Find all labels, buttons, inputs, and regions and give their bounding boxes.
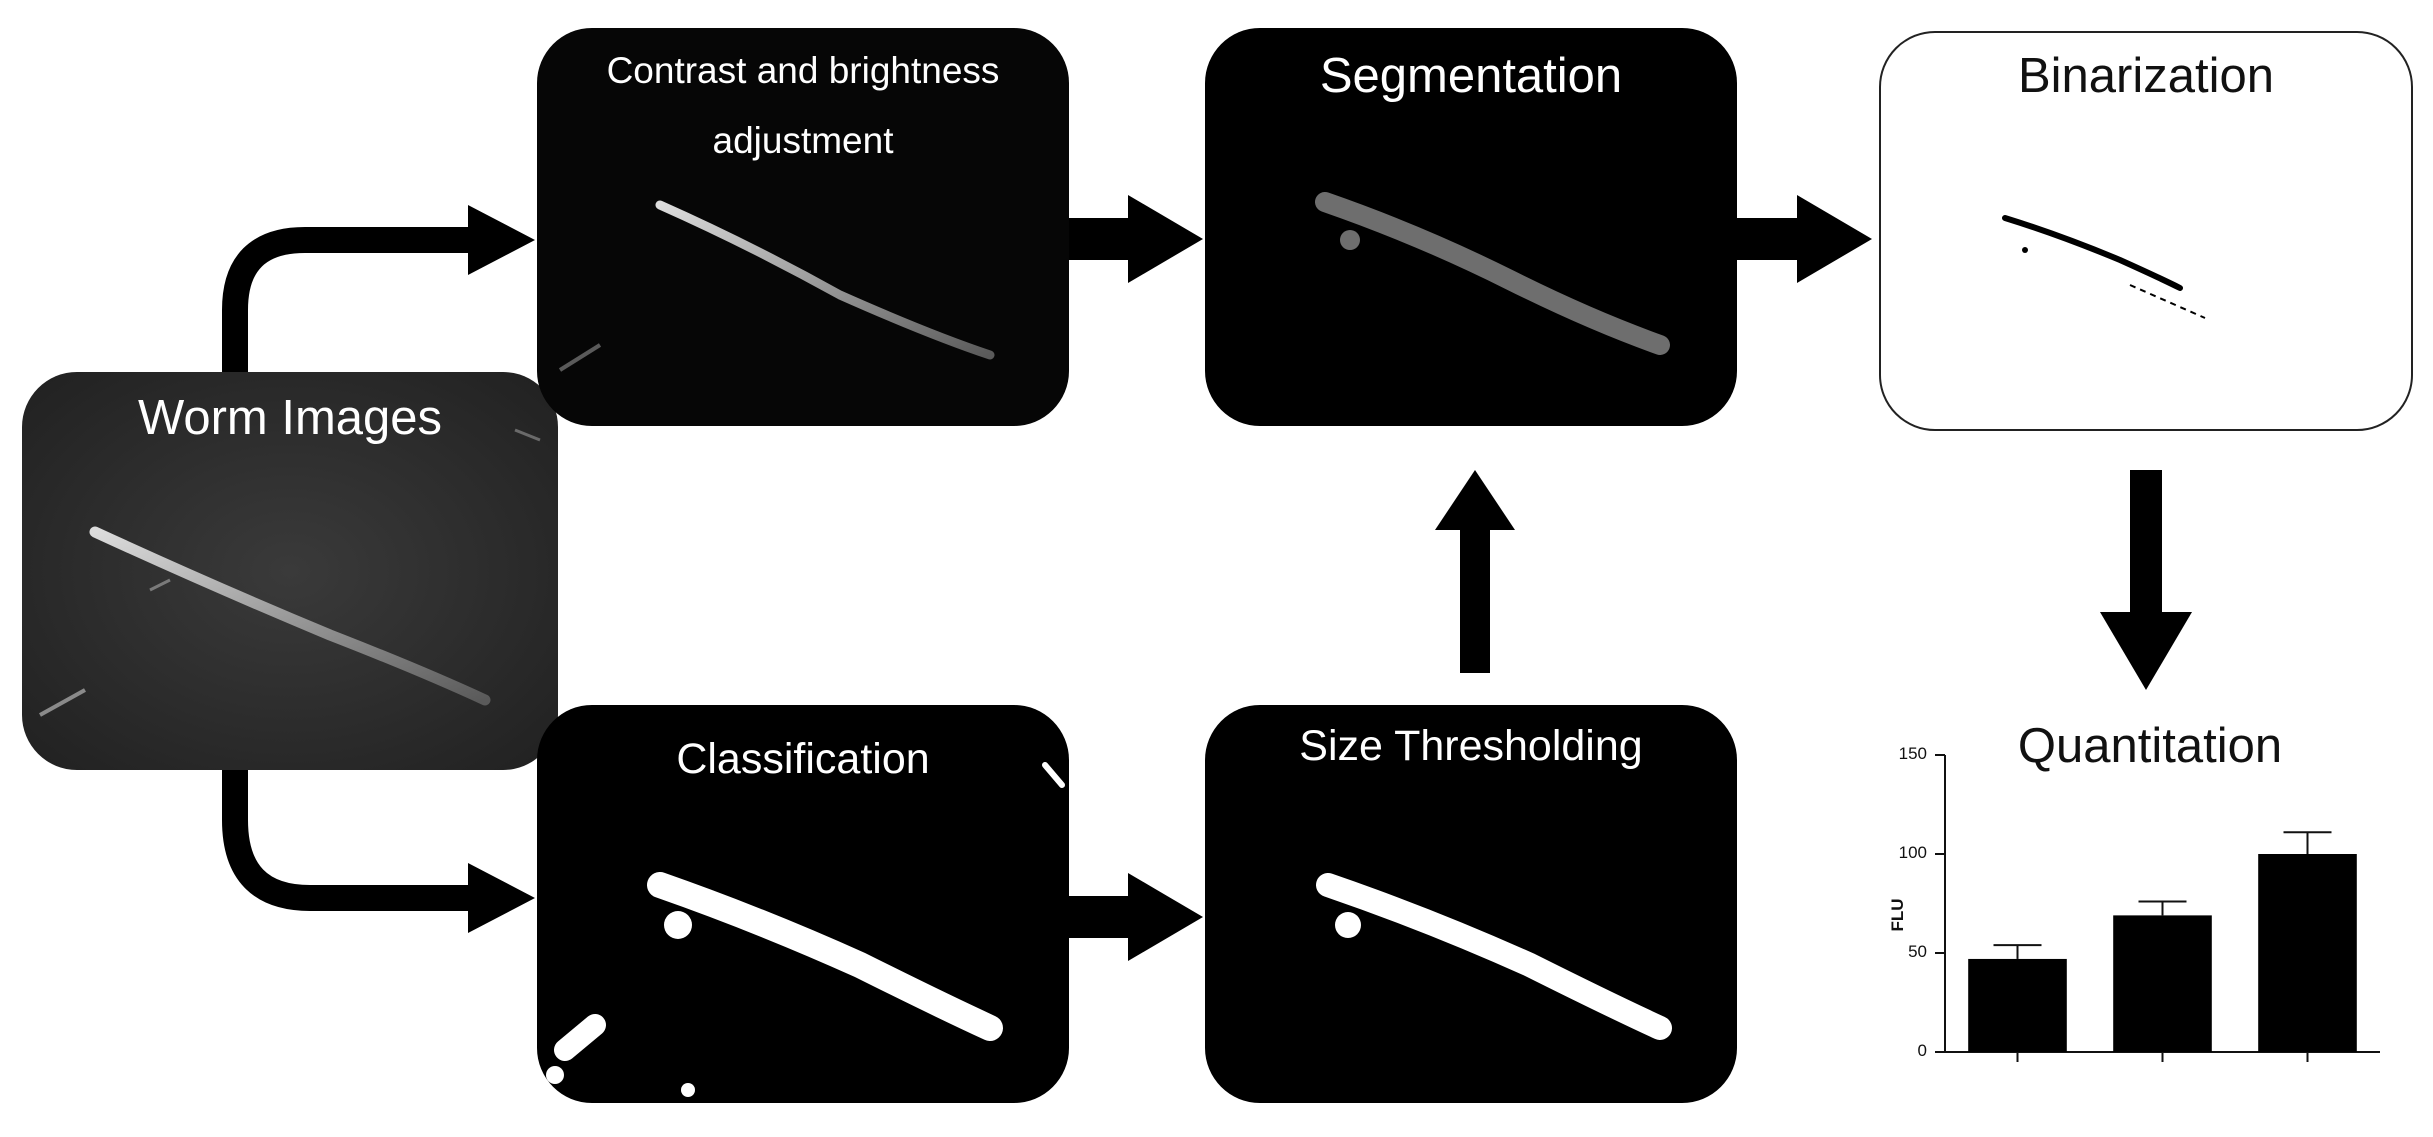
contrast-panel bbox=[537, 28, 1069, 426]
classified-worm-mask bbox=[647, 872, 1003, 1041]
bar bbox=[2258, 854, 2357, 1052]
arrowhead-worm-to-contrast bbox=[468, 205, 535, 275]
arrow-contrast-to-segmentation bbox=[1068, 195, 1203, 283]
binary-worm bbox=[2002, 215, 2183, 291]
binarization-panel bbox=[1879, 31, 2413, 431]
segmentation-panel bbox=[1205, 28, 1737, 426]
segmented-blob bbox=[1340, 230, 1360, 250]
y-tick-label: 100 bbox=[1898, 843, 1927, 862]
arrow-worm-to-contrast bbox=[222, 227, 480, 372]
size-thresholding-title: Size Thresholding bbox=[1299, 722, 1643, 770]
bar bbox=[2113, 915, 2212, 1052]
debris bbox=[558, 343, 602, 372]
mask-blob bbox=[1335, 912, 1361, 938]
debris bbox=[514, 428, 541, 442]
size-thresholding-panel bbox=[1205, 705, 1737, 1103]
debris bbox=[149, 578, 171, 592]
quantitation-chart bbox=[1935, 754, 2380, 1062]
worm-images-title: Worm Images bbox=[137, 391, 443, 445]
worm-images-panel bbox=[22, 372, 558, 770]
mask-debris bbox=[1042, 762, 1065, 788]
arrow-segmentation-to-binarization bbox=[1737, 195, 1872, 283]
arrow-size-to-segmentation bbox=[1435, 470, 1515, 673]
classification-panel bbox=[537, 705, 1069, 1103]
worm-shape bbox=[655, 200, 995, 360]
y-axis-label: FLU bbox=[1888, 898, 1907, 932]
y-tick-label: 150 bbox=[1898, 744, 1927, 763]
mask-blob bbox=[664, 911, 692, 939]
classification-title: Classification bbox=[676, 735, 930, 783]
mask-debris bbox=[554, 1014, 606, 1061]
mask-debris bbox=[681, 1083, 695, 1097]
quantitation-title: Quantitation bbox=[2017, 719, 2283, 773]
binary-fragments bbox=[2129, 284, 2206, 319]
y-tick-label: 50 bbox=[1908, 942, 1927, 961]
arrow-binarization-to-quantitation bbox=[2100, 470, 2192, 690]
segmented-worm bbox=[1315, 192, 1670, 355]
bar bbox=[1968, 958, 2067, 1052]
mask-debris bbox=[546, 1066, 564, 1084]
segmentation-title: Segmentation bbox=[1319, 49, 1623, 103]
arrow-classification-to-size bbox=[1068, 873, 1203, 961]
debris bbox=[39, 688, 86, 717]
contrast-title-line1: Contrast and brightness bbox=[606, 50, 1000, 91]
thresholded-worm-mask bbox=[1316, 873, 1672, 1040]
arrow-worm-to-classification bbox=[222, 770, 480, 911]
arrowhead-worm-to-classification bbox=[468, 863, 535, 933]
binarization-title: Binarization bbox=[2017, 49, 2275, 103]
y-tick-label: 0 bbox=[1917, 1041, 1927, 1060]
contrast-title-line2: adjustment bbox=[712, 120, 894, 161]
binary-speck bbox=[2022, 247, 2028, 253]
worm-shape bbox=[89, 526, 491, 706]
